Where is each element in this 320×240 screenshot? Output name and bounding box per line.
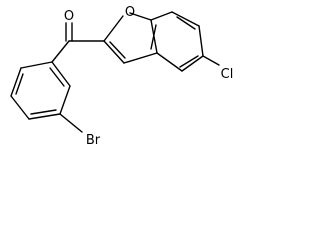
ring-oxygen-label: O [125,5,135,20]
bond-to-chlorine [202,55,220,66]
benzene-ring [150,11,204,72]
carbonyl-bond [65,22,73,42]
carbonyl-oxygen-label: O [64,9,74,24]
bond-to-bromine [59,113,83,133]
bromine-label: Br [86,133,101,148]
molecule-structure: O O Cl Br [10,5,234,148]
chlorine-label: Cl [221,67,234,82]
furan-ring [103,12,158,64]
bromophenyl-ring [10,61,71,120]
bond-carbonyl-to-phenyl [51,40,70,63]
